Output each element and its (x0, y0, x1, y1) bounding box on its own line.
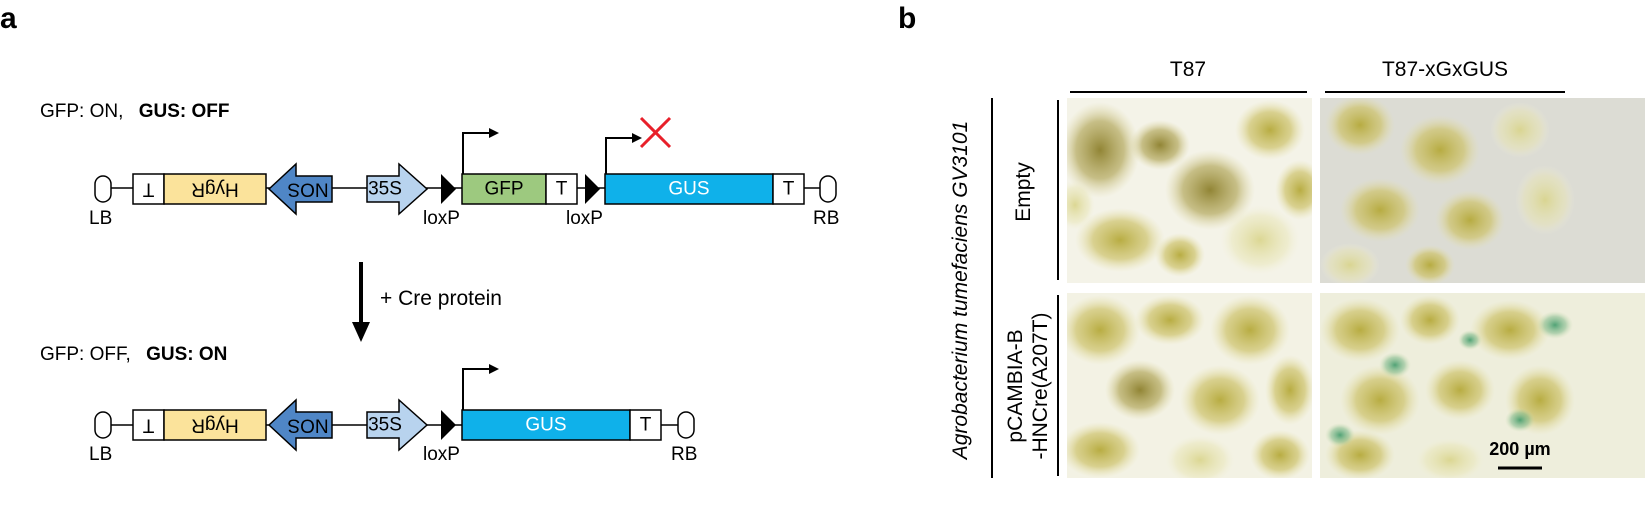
gus-label-b: GUS (525, 415, 566, 436)
loxp-label-2: loxP (566, 208, 603, 229)
nos-label: NOS (287, 179, 328, 200)
hyg-label: HygR (191, 179, 239, 200)
side-label: Agrobacterium tumefaciens GV3101 (949, 121, 972, 462)
gus-tss-arrowhead (632, 133, 642, 143)
hyg-label-b: HygR (191, 415, 239, 436)
terminator-label-b2: T (640, 415, 652, 436)
loxp-triangle-2 (585, 174, 600, 204)
gfp-tss-arrowhead (489, 128, 499, 138)
gfp-label: GFP (484, 179, 523, 200)
terminator-box-2 (545, 173, 578, 205)
micrograph-t87-cre (1067, 293, 1312, 478)
lb-label: LB (89, 208, 112, 229)
gus-tss-arrowhead-b (489, 364, 499, 374)
terminator-box-3 (772, 173, 805, 205)
gus-tss-arrow-b (462, 368, 490, 410)
state-top-bold: GUS: OFF (139, 101, 230, 122)
loxp-label-b: loxP (423, 444, 460, 465)
terminator-label-3: T (783, 179, 795, 200)
promoter-arrow (366, 162, 429, 216)
rb-border (819, 175, 837, 203)
hyg-box (163, 173, 267, 205)
gfp-tss-arrow (462, 132, 490, 174)
construct-top: LB T HygR NOS 35S loxP GFP T loxP (89, 116, 839, 229)
row-label-2a: pCAMBIA-B (1004, 329, 1027, 442)
micrograph-xgxgus-cre (1320, 293, 1645, 478)
loxp-label: loxP (423, 208, 460, 229)
col-header-2: T87-xGxGUS (1382, 58, 1508, 81)
gus-tss-arrow (605, 137, 633, 174)
nos-arrow-b (267, 398, 333, 452)
hyg-box-b (163, 409, 267, 441)
construct-bottom: LB T HygR NOS 35S loxP GUS T RB (89, 364, 697, 465)
terminator-box-b2 (629, 409, 662, 441)
lb-border-b (94, 411, 112, 439)
cre-label: + Cre protein (380, 287, 502, 310)
state-bottom-bold: GUS: ON (146, 344, 227, 365)
lb-label-b: LB (89, 444, 112, 465)
gfp-box (461, 173, 547, 205)
gus-box (604, 173, 774, 205)
micrograph-xgxgus-empty (1320, 98, 1645, 283)
blocked-cross-icon (639, 116, 672, 149)
terminator-label-b: T (142, 415, 154, 436)
rb-border-b (677, 411, 695, 439)
nos-arrow (267, 162, 333, 216)
loxp-triangle-b (441, 410, 456, 440)
promoter-label: 35S (368, 179, 402, 200)
panel-a-label: a (0, 2, 17, 35)
state-bottom-prefix: GFP: OFF, (40, 344, 131, 365)
state-top-prefix: GFP: ON, (40, 101, 123, 122)
row-label-2b: -HNCre(A207T) (1029, 312, 1052, 459)
terminator-label-2: T (556, 179, 568, 200)
gus-label: GUS (668, 179, 709, 200)
recombination-arrowhead (352, 322, 370, 342)
row-label-1: Empty (1012, 162, 1035, 222)
col-header-1: T87 (1170, 58, 1206, 81)
gus-box-b (461, 409, 631, 441)
scale-bar-label: 200 µm (1489, 439, 1550, 459)
terminator-label: T (142, 179, 154, 200)
lb-border (94, 175, 112, 203)
nos-label-b: NOS (287, 415, 328, 436)
state-bottom: GFP: OFF, GUS: ON (40, 344, 227, 365)
state-top: GFP: ON, GUS: OFF (40, 101, 229, 122)
promoter-label-b: 35S (368, 415, 402, 436)
rb-label-b: RB (671, 444, 697, 465)
panel-b-label: b (898, 2, 916, 35)
rb-label: RB (813, 208, 839, 229)
terminator-box-b (132, 409, 165, 441)
promoter-arrow-b (366, 398, 429, 452)
micrograph-t87-empty (1067, 98, 1312, 283)
loxp-triangle (441, 174, 456, 204)
